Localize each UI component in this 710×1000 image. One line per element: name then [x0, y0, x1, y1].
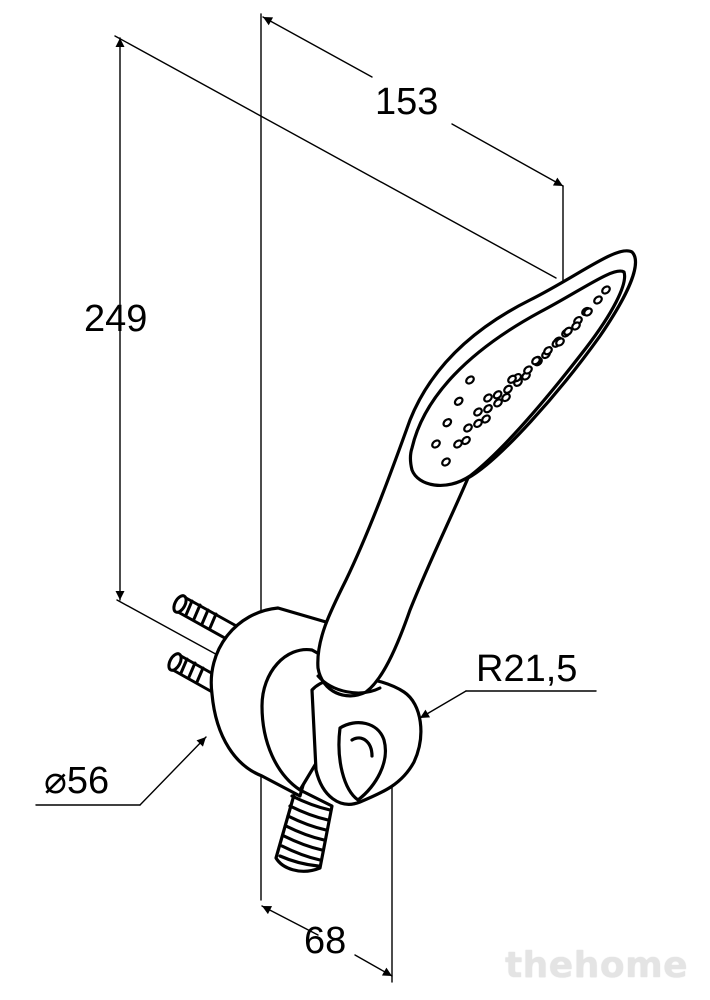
dimension-diameter: ⌀56	[44, 762, 109, 800]
diameter-icon: ⌀	[44, 760, 67, 802]
hose-thread	[274, 786, 334, 873]
dimension-lines	[35, 13, 597, 983]
nozzle	[442, 418, 453, 428]
nozzle	[593, 295, 603, 305]
nozzle	[483, 404, 493, 414]
nozzle	[453, 439, 463, 449]
watermark-logo: thehome	[504, 945, 688, 986]
nozzle	[463, 423, 473, 433]
nozzle	[473, 407, 483, 417]
nozzle	[441, 457, 451, 467]
nozzle	[483, 393, 493, 403]
dimension-depth: 68	[304, 920, 347, 962]
dimension-radius: R21,5	[476, 648, 578, 690]
nozzle	[601, 285, 611, 295]
nozzle	[523, 365, 533, 375]
dimension-head-length: 153	[375, 81, 439, 123]
nozzle	[563, 326, 573, 336]
nozzle	[493, 398, 503, 408]
nozzle	[465, 375, 475, 385]
nozzle	[503, 384, 513, 394]
nozzle	[531, 356, 541, 366]
nozzle	[492, 390, 503, 400]
nozzle	[431, 439, 441, 449]
nozzle	[507, 374, 517, 384]
nozzle	[555, 337, 565, 347]
nozzle	[453, 396, 464, 406]
nozzle	[501, 392, 511, 403]
nozzle	[583, 307, 593, 317]
nozzle	[473, 418, 483, 429]
nozzle	[571, 321, 581, 331]
wall-bracket	[209, 606, 423, 806]
dimension-height: 249	[84, 298, 148, 340]
nozzle	[543, 346, 553, 356]
hand-shower	[316, 249, 637, 698]
spray-nozzles	[431, 285, 611, 467]
handle-collar	[316, 674, 382, 695]
dimension-diameter-value: 56	[66, 760, 110, 802]
